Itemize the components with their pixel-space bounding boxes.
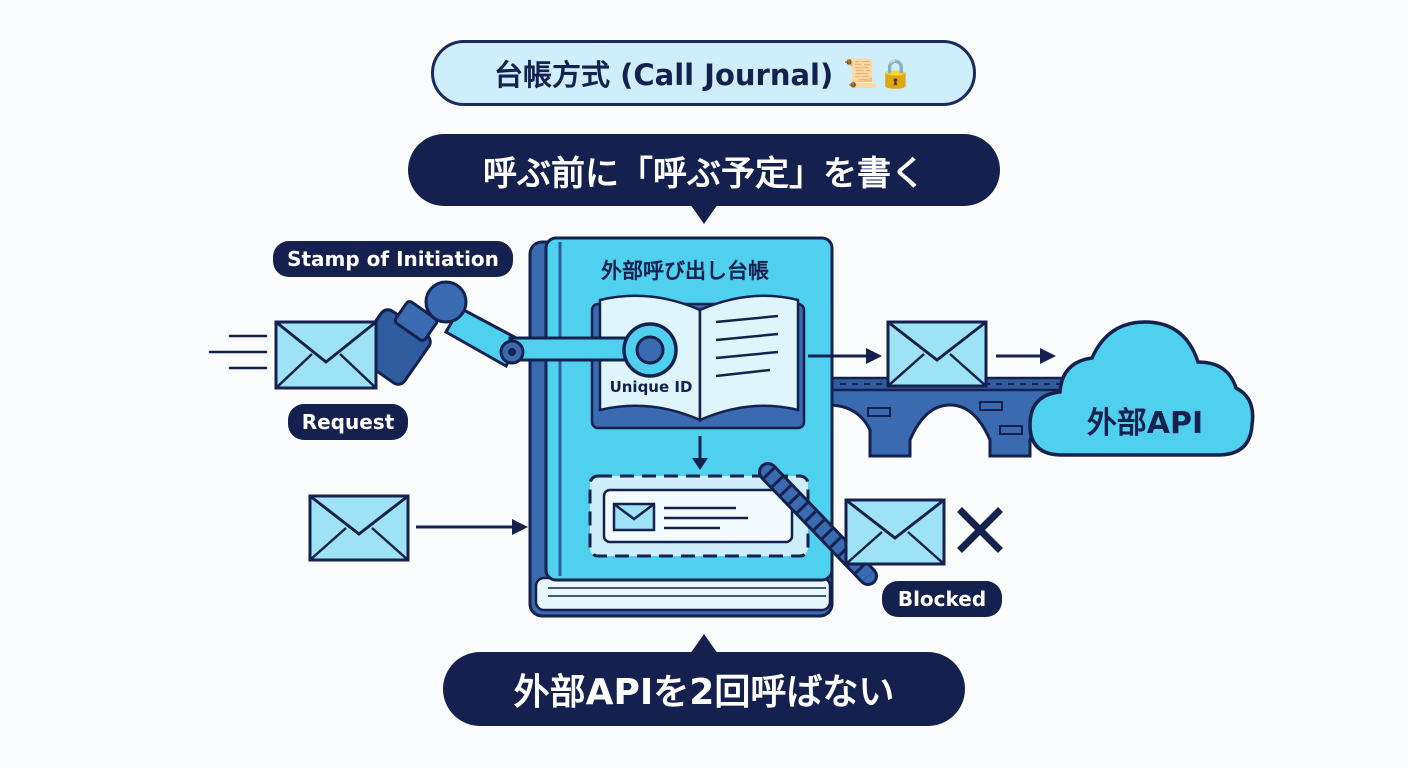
unique-id-label: Unique ID: [609, 378, 693, 396]
stamp-arm: [443, 305, 678, 378]
title-text: 台帳方式 (Call Journal): [494, 58, 834, 92]
request-envelope: [274, 320, 378, 390]
arrow-right-icon: [416, 519, 528, 535]
arrow-down-icon: [692, 436, 708, 470]
arrow-right-icon: [996, 348, 1056, 364]
duplicate-envelope: [308, 494, 410, 562]
motion-lines: [208, 334, 268, 370]
external-api-cloud: [1028, 320, 1255, 457]
banner-bottom: 外部APIを2回呼ばない: [443, 652, 965, 726]
banner-bottom-pointer: [690, 634, 718, 654]
external-api-label: 外部API: [1086, 406, 1204, 441]
banner-top: 呼ぶ前に「呼ぶ予定」を書く: [408, 134, 1000, 206]
blocked-envelope: [844, 498, 946, 566]
blocked-label: Blocked: [882, 581, 1002, 617]
close-icon: [957, 507, 1003, 553]
title-pill: 台帳方式 (Call Journal) 📜🔒: [431, 40, 976, 106]
open-journal: [590, 294, 806, 430]
journal-entry-slot: [588, 474, 810, 558]
scroll-lock-icon: 📜🔒: [843, 56, 913, 90]
ledger-title: 外部呼び出し台帳: [601, 259, 769, 283]
banner-top-pointer: [690, 204, 718, 224]
request-label: Request: [288, 404, 408, 440]
forwarded-envelope: [886, 320, 988, 388]
arrow-right-icon: [808, 348, 882, 364]
stamp-label: Stamp of Initiation: [273, 241, 513, 277]
